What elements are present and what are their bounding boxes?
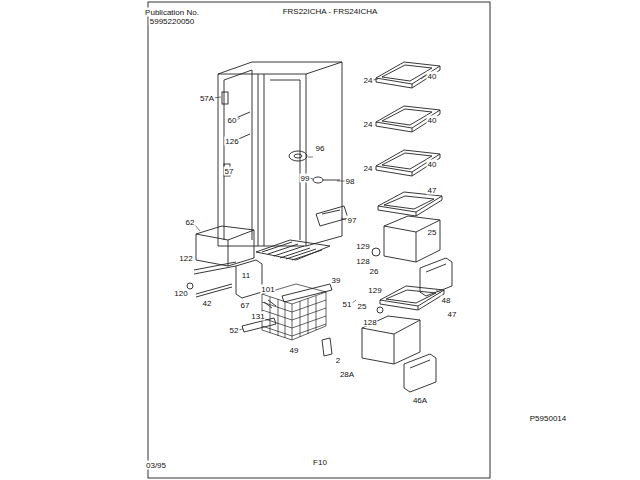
hardware: [222, 92, 348, 226]
callout-number: 52: [229, 326, 240, 335]
page-note: 03/95: [145, 461, 167, 470]
glass-shelf: [376, 62, 440, 176]
callout-number: 40: [427, 72, 438, 81]
freezer-parts: [187, 226, 332, 332]
callout-number: 128: [355, 257, 370, 266]
callout-number: 96: [315, 144, 326, 153]
callout-number: 57A: [199, 94, 215, 103]
callout-number: 122: [178, 254, 193, 263]
callout-number: 57: [224, 167, 235, 176]
callout-number: 129: [367, 286, 382, 295]
callout-number: 39: [331, 276, 342, 285]
callout-number: 24: [363, 164, 374, 173]
callout-number: 42: [202, 299, 213, 308]
page-note: Publication No.: [144, 8, 200, 17]
model-title: FRS22ICHA - FRS24ICHA: [282, 7, 379, 16]
callout-number: 131: [250, 312, 265, 321]
callout-number: 25: [427, 228, 438, 237]
callout-number: 99: [300, 174, 311, 183]
callout-number: 49: [289, 346, 300, 355]
callout-number: 28A: [339, 370, 355, 379]
callout-number: 47: [447, 310, 458, 319]
callout-number: 40: [427, 116, 438, 125]
page-note: 5995220050: [149, 17, 196, 26]
cabinet: [218, 62, 342, 246]
callout-number: 2: [335, 356, 341, 365]
callout-number: 62: [185, 218, 196, 227]
page-note: P5950014: [529, 414, 567, 423]
callout-number: 11: [241, 271, 251, 280]
callout-number: 101: [260, 285, 275, 294]
callout-number: 26: [369, 267, 380, 276]
callout-number: 126: [224, 137, 239, 146]
page-frame: [148, 2, 490, 478]
callout-number: 48: [441, 296, 452, 305]
callout-number: 25: [357, 302, 368, 311]
crisper-assembly: [362, 286, 444, 392]
callout-number: 129: [355, 242, 370, 251]
callout-number: 128: [362, 318, 377, 327]
leader-line: [195, 74, 441, 330]
clip: [322, 338, 332, 356]
callout-number: 24: [363, 120, 374, 129]
crisper-assembly: [372, 192, 452, 296]
callout-number: 120: [173, 289, 188, 298]
page-note: F10: [312, 458, 328, 467]
callout-number: 47: [427, 186, 438, 195]
callout-number: 97: [347, 216, 358, 225]
callout-number: 98: [345, 177, 356, 186]
callout-number: 46A: [412, 396, 428, 405]
callout-number: 60: [227, 116, 238, 125]
callout-number: 51: [342, 300, 353, 309]
callout-number: 40: [427, 160, 438, 169]
callout-number: 24: [363, 76, 374, 85]
callout-number: 67: [240, 301, 251, 310]
